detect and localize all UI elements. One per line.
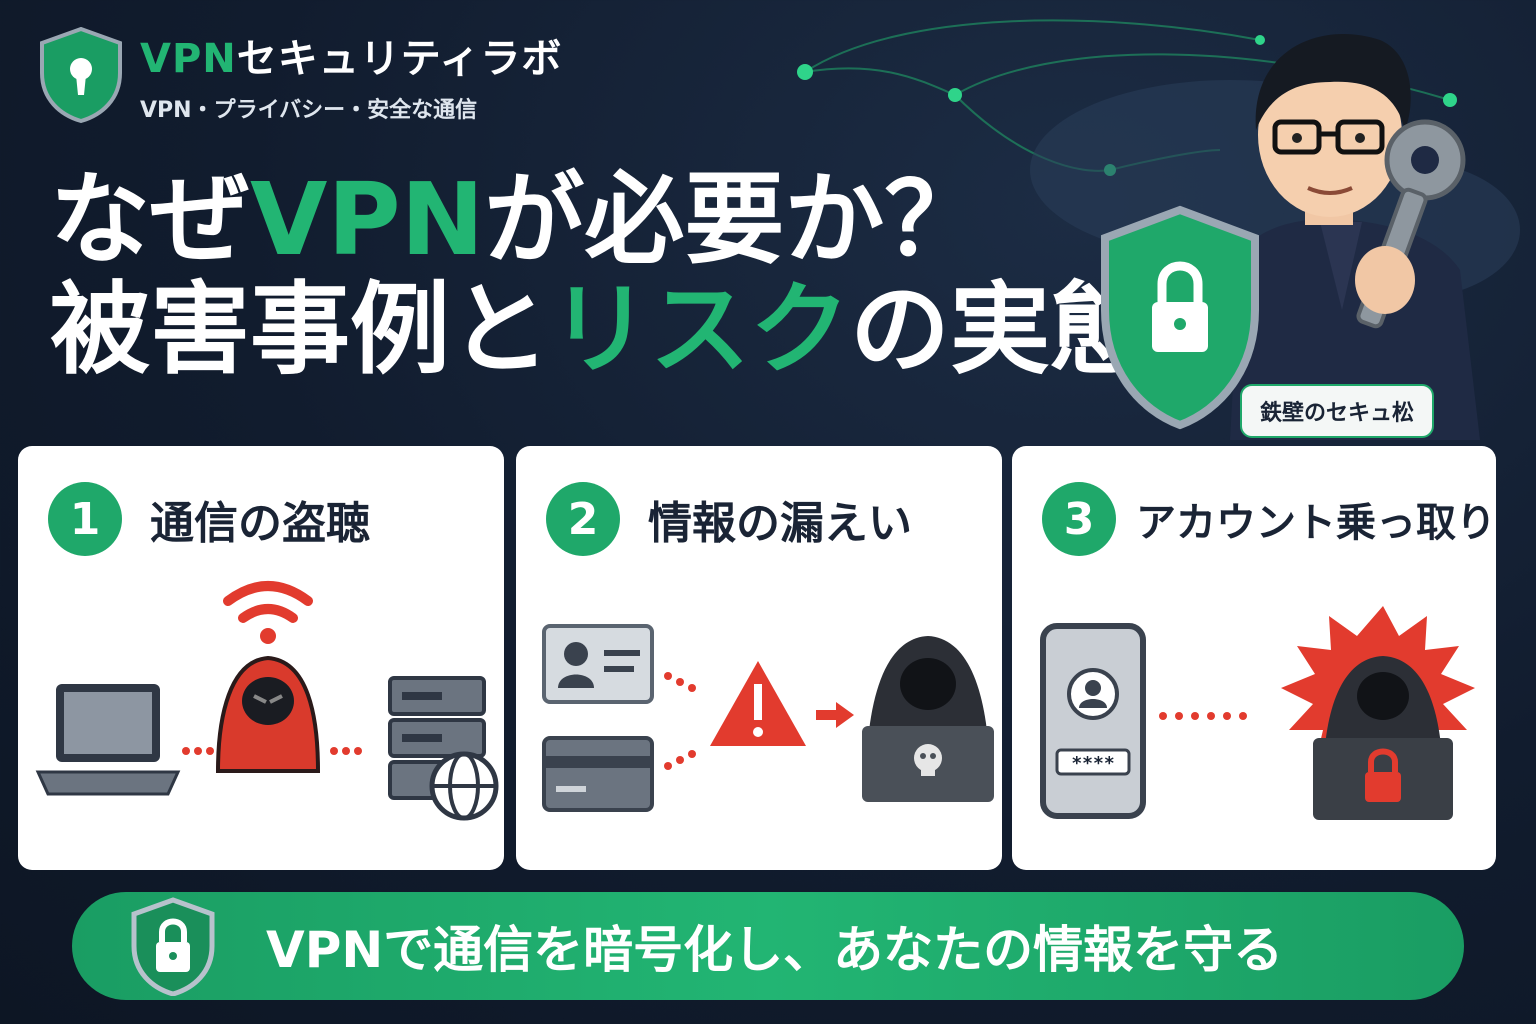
account-takeover-illustration: **** — [1040, 606, 1475, 820]
skull-icon — [914, 744, 942, 776]
wifi-icon — [223, 581, 313, 644]
smartphone-icon: **** — [1040, 623, 1146, 819]
warning-icon — [710, 661, 806, 746]
brand-header: VPNセキュリティラボ VPN・プライバシー・安全な通信 — [38, 26, 562, 124]
number-badge: 2 — [546, 482, 620, 556]
page-title: なぜVPNが必要か？ 被害事例とリスクの実態 — [50, 165, 1150, 385]
hero-character-illustration — [1101, 34, 1480, 440]
call-to-action-banner: VPNで通信を暗号化し、あなたの情報を守る — [72, 892, 1464, 1000]
credit-card-icon — [542, 736, 654, 812]
hacker-laptop-icon — [1313, 656, 1453, 820]
laptop-icon — [35, 684, 181, 796]
data-leak-illustration — [542, 624, 994, 812]
risk-card-eavesdropping: 1 通信の盗聴 — [18, 446, 504, 870]
id-card-icon — [542, 624, 654, 704]
headline-line-1: なぜVPNが必要か？ — [50, 161, 985, 278]
banner-text: VPNで通信を暗号化し、あなたの情報を守る — [266, 921, 1284, 979]
character-caption: 鉄壁のセキュ松 — [1240, 384, 1435, 438]
user-avatar-icon — [1067, 668, 1119, 720]
number-badge: 3 — [1042, 482, 1116, 556]
eavesdropping-illustration — [35, 581, 499, 821]
hooded-hacker-icon — [215, 655, 321, 773]
risk-card-data-leak: 2 情報の漏えい — [516, 446, 1002, 870]
number-badge: 1 — [48, 482, 122, 556]
hacker-laptop-icon — [862, 636, 994, 802]
card-title: 通信の盗聴 — [150, 498, 370, 549]
lock-shield-icon — [131, 897, 215, 996]
arrow-right-icon — [816, 702, 854, 728]
headline-line-2: 被害事例とリスクの実態 — [50, 271, 1150, 388]
lock-shield-icon — [1101, 205, 1259, 430]
globe-icon — [429, 751, 499, 821]
lock-icon — [1365, 748, 1401, 802]
risk-card-account-takeover: 3 アカウント乗っ取り **** — [1012, 446, 1496, 870]
card-title: アカウント乗っ取り — [1136, 500, 1496, 546]
password-mask: **** — [1071, 753, 1114, 774]
keyhole-shield-icon — [40, 27, 122, 123]
card-title: 情報の漏えい — [648, 498, 912, 549]
brand-subtitle: VPN・プライバシー・安全な通信 — [140, 98, 478, 123]
brand-title: VPNセキュリティラボ — [140, 36, 563, 82]
